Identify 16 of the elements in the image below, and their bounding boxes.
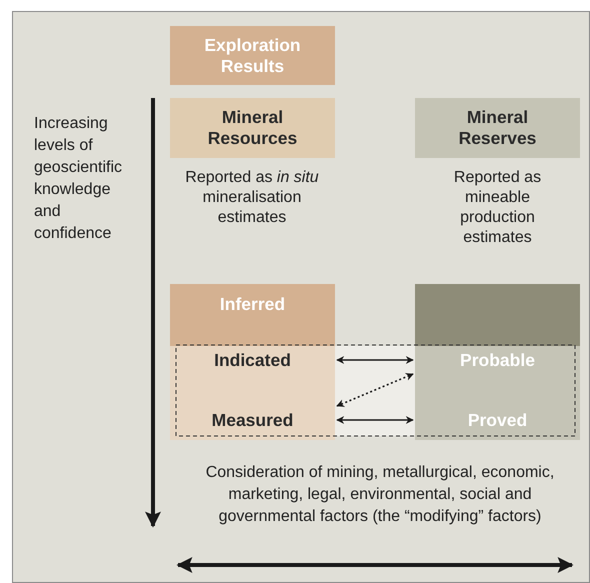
category-label: Measured: [170, 408, 335, 432]
description-text: Reported as mineable production estimates: [452, 168, 542, 248]
category-box: Mineral Reserves: [415, 98, 580, 158]
empty-box: [415, 284, 580, 440]
annotation-text: Increasing levels of geoscientific knowledge and confidence: [34, 114, 124, 244]
arrow: [336, 373, 414, 407]
category-column: Inferred Indicated Measured: [170, 284, 335, 440]
arrow: [336, 356, 414, 364]
category-label: Proved: [415, 408, 580, 432]
category-label: Indicated: [170, 348, 335, 372]
category-box: Mineral Resources: [170, 98, 335, 158]
arrow: [336, 416, 414, 424]
category-box: Exploration Results: [170, 26, 335, 85]
annotation-text: Consideration of mining, metallurgical, economic, marketing, legal, environmental, social and governmental factors (the “modifying” factors): [204, 463, 556, 527]
category-label: Probable: [415, 348, 580, 372]
description-text: Reported as in situ mineralisation estimates: [184, 168, 320, 228]
